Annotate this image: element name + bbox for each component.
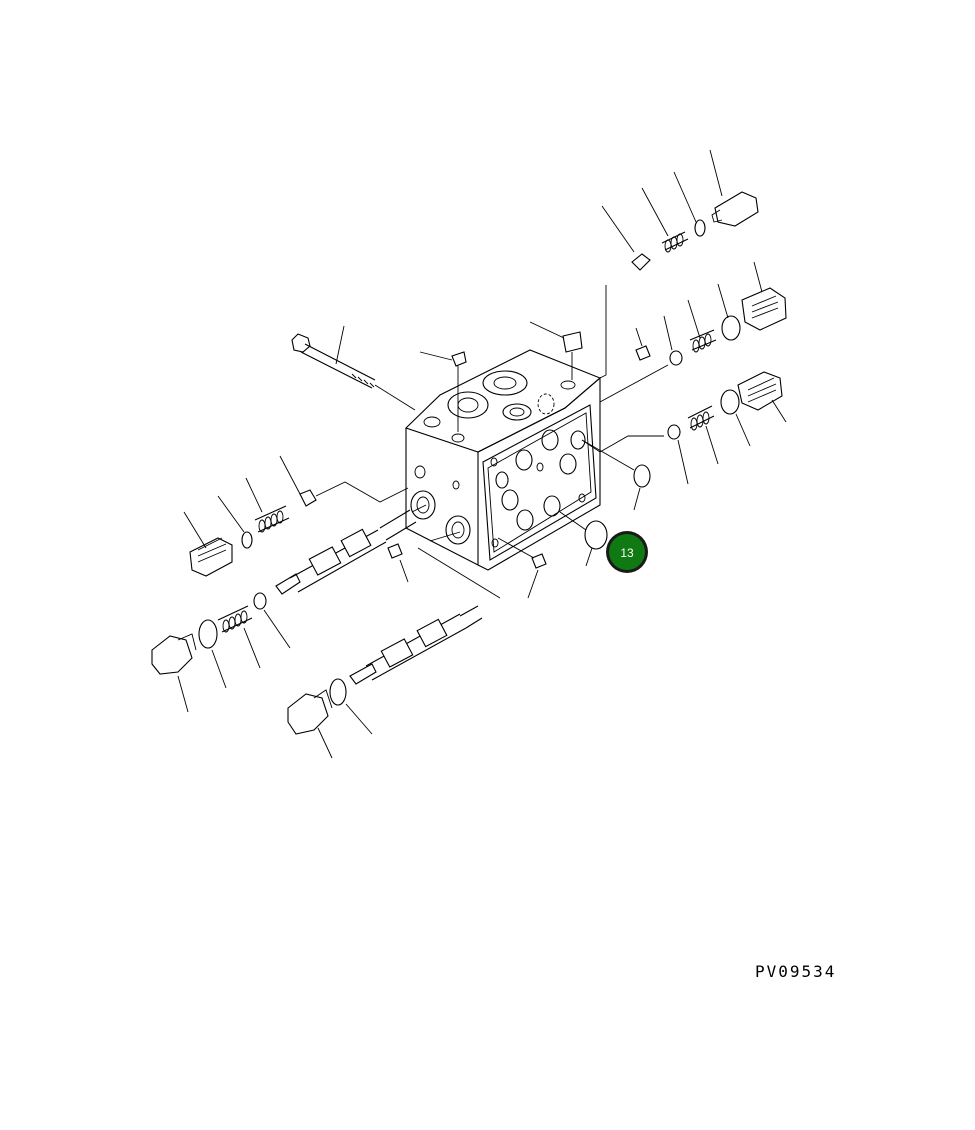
upper-spool <box>275 504 427 595</box>
relief-valve-assembly-upper <box>599 191 759 379</box>
callout-badge-fill <box>609 534 645 570</box>
lower-left-cap-assembly <box>151 592 267 675</box>
top-plug-left <box>451 351 467 432</box>
small-fitting-right <box>497 537 547 569</box>
relief-valve-assembly-middle <box>599 287 787 403</box>
small-fitting-left <box>387 543 403 559</box>
valve-body <box>404 349 602 571</box>
top-plug-right <box>562 331 583 380</box>
tie-bolt <box>291 333 416 411</box>
relief-valve-assembly-lower <box>581 371 783 488</box>
o-ring-13 <box>559 511 608 550</box>
drawing-code-label: PV09534 <box>755 962 837 981</box>
leader-lines <box>177 149 787 759</box>
left-relief-assembly <box>189 481 409 577</box>
lower-spool <box>349 531 501 685</box>
bottom-cap-assembly <box>287 678 347 735</box>
callout-badge-number: 13 <box>620 546 634 560</box>
callout-badge-13[interactable]: 13 <box>606 531 648 573</box>
